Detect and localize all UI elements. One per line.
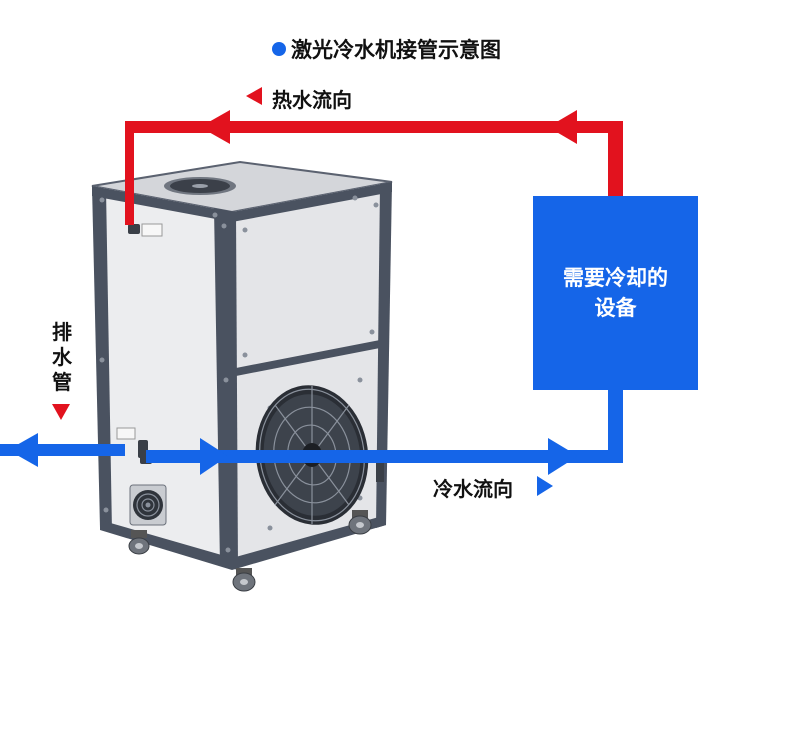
caster-wheel-icon	[232, 568, 256, 592]
chiller-frame	[232, 515, 386, 570]
port-label	[141, 223, 163, 237]
cold-water-pipe	[0, 388, 623, 496]
water-chiller	[91, 160, 393, 592]
chiller-screws	[99, 195, 379, 553]
chiller-frame	[232, 182, 392, 222]
cold-flow-label: 冷水流向	[433, 477, 513, 501]
drain-arrow	[52, 404, 70, 420]
chiller-frame	[236, 340, 380, 376]
hot-label-arrow	[246, 87, 262, 105]
port-label	[116, 427, 136, 440]
cold-flow-arrow	[200, 438, 228, 475]
caster-wheel-icon	[348, 510, 372, 535]
title-dot-icon	[272, 42, 286, 56]
side-connector	[376, 458, 384, 482]
cold-label-arrow	[537, 476, 553, 496]
drain-label: 排水管	[52, 320, 72, 394]
chiller-frame	[376, 182, 392, 528]
hot-flow-arrow	[200, 110, 230, 144]
caster-wheel-icon	[128, 530, 150, 555]
equipment-label: 需要冷却的设备	[563, 266, 668, 320]
outlet-port	[128, 224, 140, 234]
chiller-frame	[214, 208, 238, 570]
chiller-front-face	[92, 186, 232, 568]
equipment-to-cool-box: 需要冷却的设备	[533, 196, 698, 390]
chiller-fan-icon	[164, 177, 236, 195]
title-text: 激光冷水机接管示意图	[291, 38, 501, 62]
diagram-title: 激光冷水机接管示意图	[272, 34, 501, 64]
hot-water-pipe	[125, 87, 623, 225]
vent-fan-icon	[129, 484, 167, 526]
hot-flow-label: 热水流向	[272, 88, 352, 112]
cold-flow-arrow	[8, 433, 38, 467]
cold-flow-arrow	[548, 438, 578, 475]
hot-flow-arrow	[548, 110, 577, 144]
